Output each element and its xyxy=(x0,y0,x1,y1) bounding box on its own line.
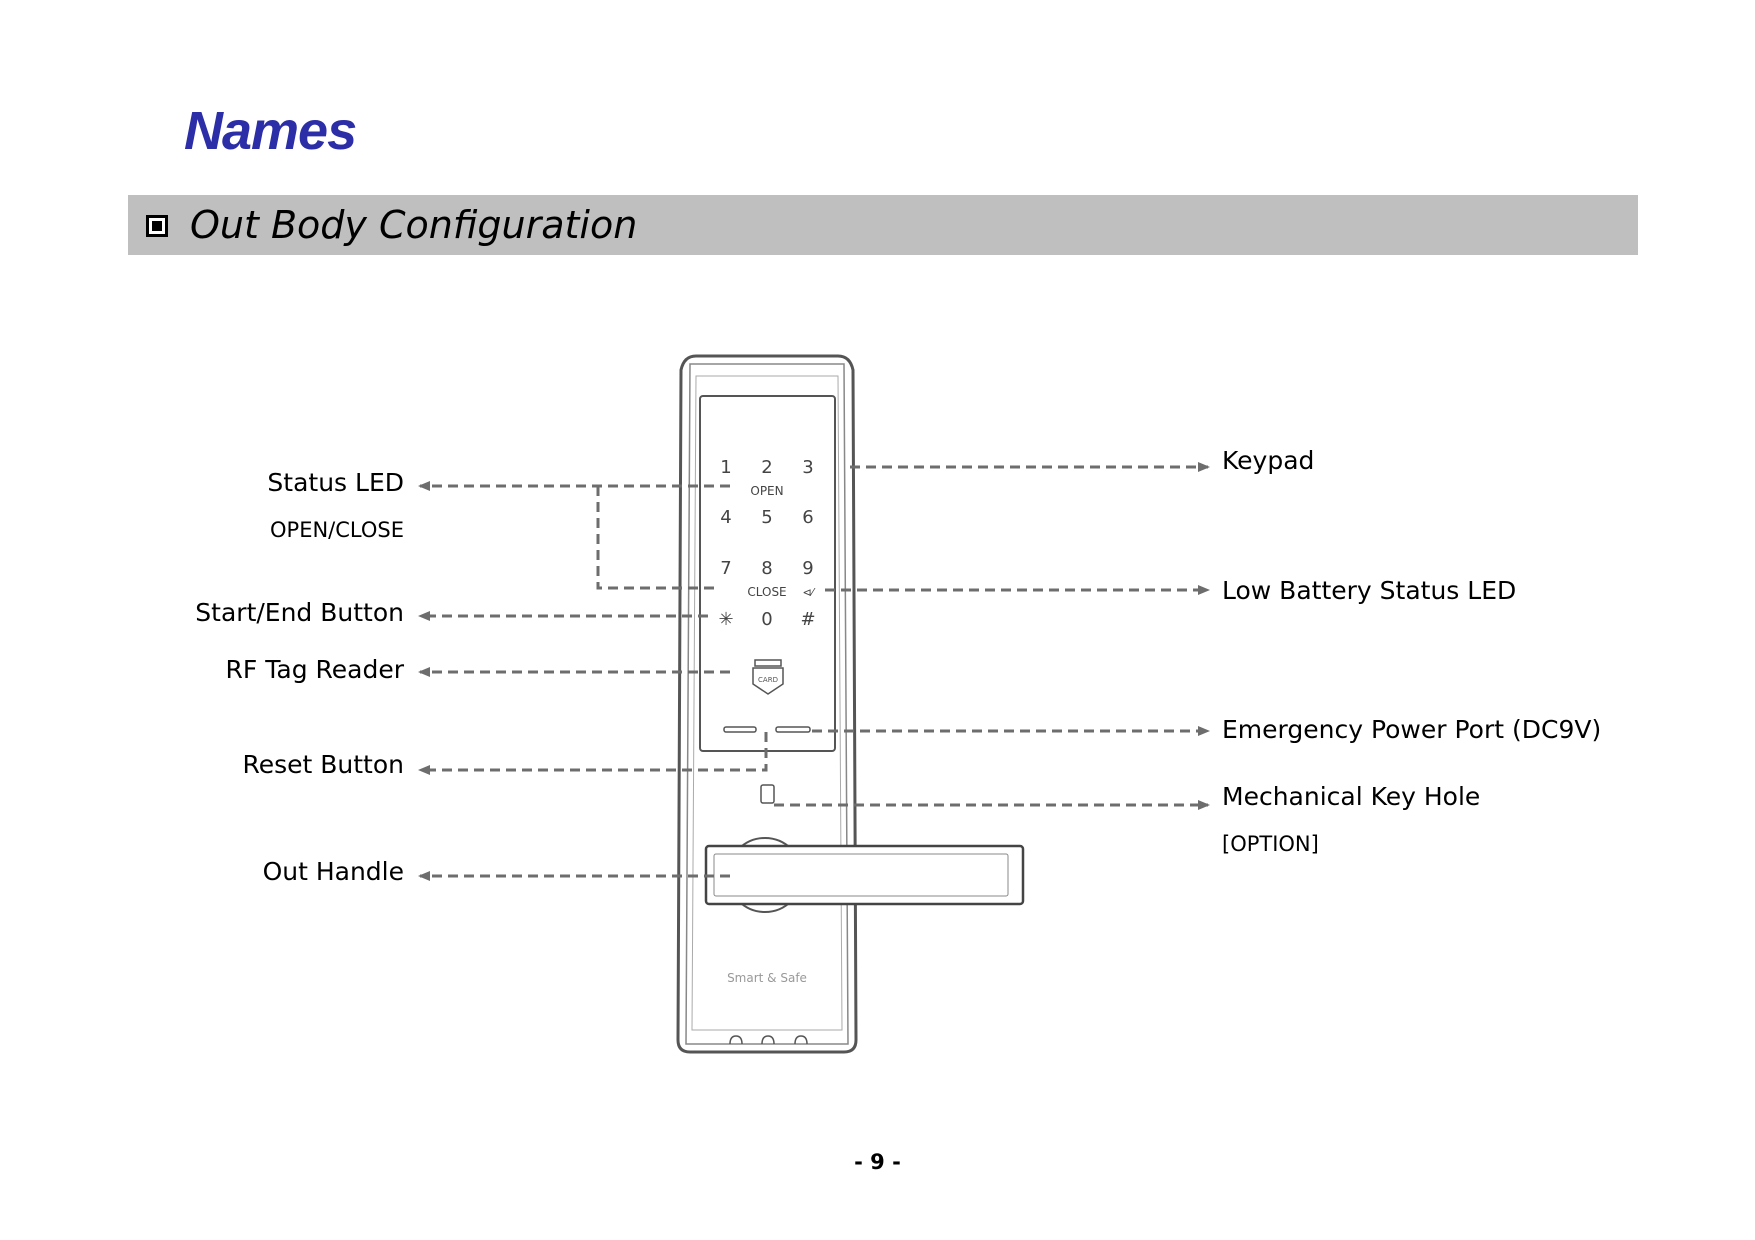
leader-status-led-branch xyxy=(596,486,720,590)
close-indicator: CLOSE xyxy=(747,585,786,599)
label-status-led-sub: OPEN/CLOSE xyxy=(270,518,404,542)
section-heading: Out Body Configuration xyxy=(190,203,638,247)
open-indicator: OPEN xyxy=(750,484,783,498)
key-5[interactable]: 5 xyxy=(761,507,772,528)
label-mechanical-key-hole-sub: [OPTION] xyxy=(1222,832,1319,856)
card-text: CARD xyxy=(758,676,778,684)
key-1[interactable]: 1 xyxy=(720,457,731,478)
bullet-square-icon xyxy=(146,215,168,237)
card-reader-icon[interactable]: CARD xyxy=(752,659,784,695)
label-keypad: Keypad xyxy=(1222,446,1315,475)
key-star[interactable]: ✳ xyxy=(718,609,733,630)
key-9[interactable]: 9 xyxy=(802,558,813,579)
key-4[interactable]: 4 xyxy=(720,507,731,528)
key-7[interactable]: 7 xyxy=(720,558,731,579)
key-8[interactable]: 8 xyxy=(761,558,772,579)
low-battery-icon: ⊲⁄ xyxy=(802,586,815,599)
key-6[interactable]: 6 xyxy=(802,507,813,528)
key-0[interactable]: 0 xyxy=(761,609,772,630)
label-out-handle: Out Handle xyxy=(262,857,404,886)
page-title: Names xyxy=(184,101,357,161)
leader-lines-right xyxy=(774,462,1210,810)
leader-reset xyxy=(418,732,768,775)
keypad[interactable]: 1 2 3 OPEN 4 5 6 7 8 9 CLOSE ⊲⁄ ✳ 0 # xyxy=(718,457,815,630)
label-mechanical-key-hole: Mechanical Key Hole xyxy=(1222,782,1481,811)
brand-text: Smart & Safe xyxy=(727,971,807,985)
page-number: - 9 - xyxy=(854,1150,901,1174)
key-hash[interactable]: # xyxy=(800,609,815,630)
label-reset-button: Reset Button xyxy=(242,750,404,779)
label-low-battery-led: Low Battery Status LED xyxy=(1222,576,1517,605)
label-status-led: Status LED xyxy=(267,468,404,497)
label-start-end-button: Start/End Button xyxy=(195,598,404,627)
label-emergency-power-port: Emergency Power Port (DC9V) xyxy=(1222,715,1602,744)
key-2[interactable]: 2 xyxy=(761,457,772,478)
key-3[interactable]: 3 xyxy=(802,457,813,478)
section-header-bar: Out Body Configuration xyxy=(128,195,1638,255)
label-rf-tag-reader: RF Tag Reader xyxy=(225,655,404,684)
leader-lines-left xyxy=(418,481,768,881)
